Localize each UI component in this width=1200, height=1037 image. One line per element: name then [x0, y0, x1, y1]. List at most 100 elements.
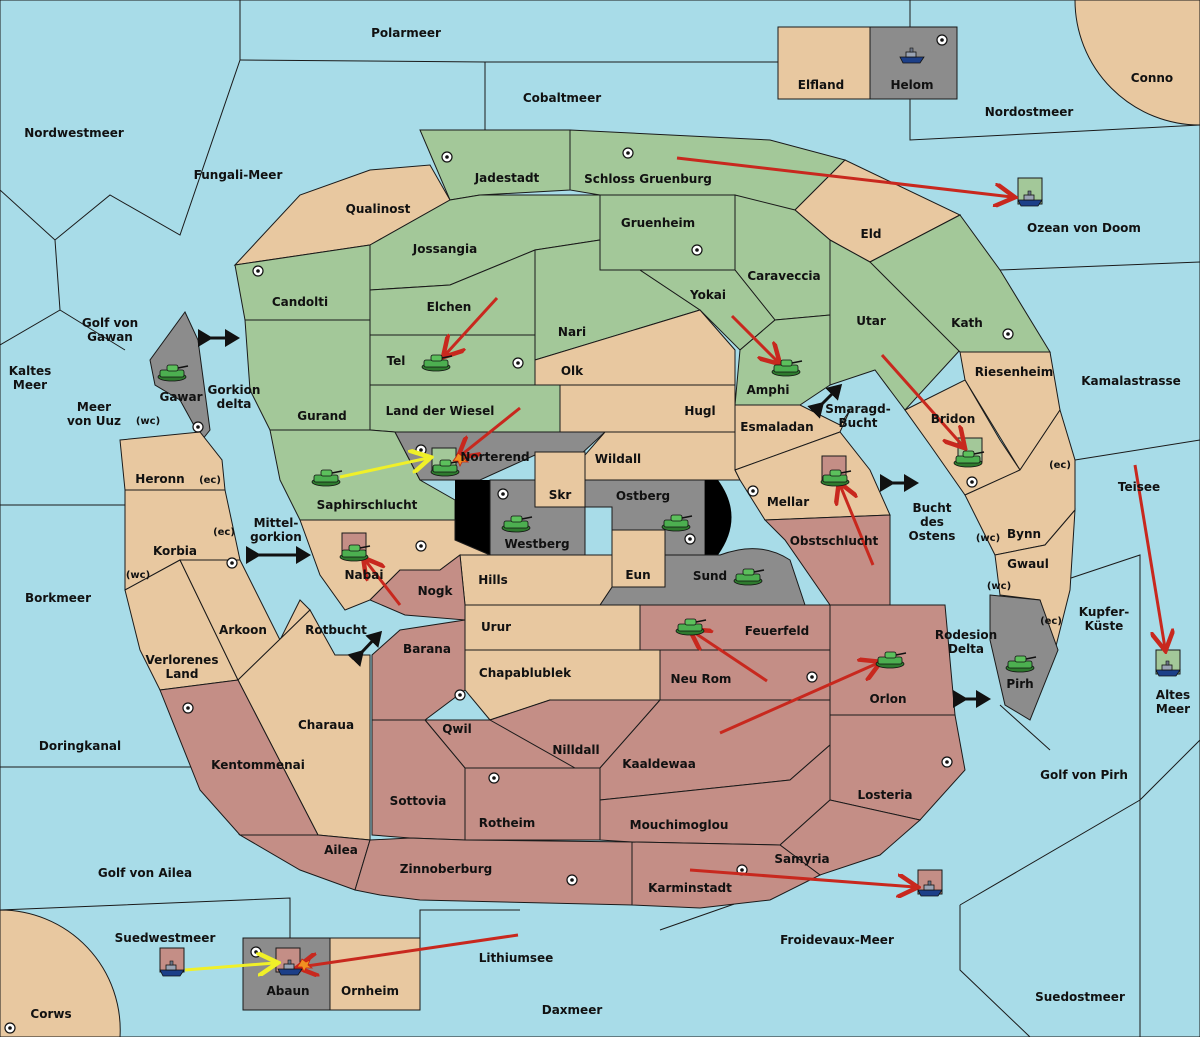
label-qualinost: Qualinost	[346, 202, 411, 216]
ostberg-endcap	[705, 480, 732, 555]
karminstadt-region[interactable]	[631, 841, 821, 909]
region-labels: Polarmeer Cobaltmeer Elfland Helom Conno…	[9, 26, 1190, 1021]
supply-center-icon	[454, 689, 466, 701]
label-cobaltmeer: Cobaltmeer	[523, 91, 601, 105]
supply-center-icon	[226, 557, 238, 569]
zinnoberburg-region[interactable]	[354, 837, 633, 906]
label-mouchimoglou: Mouchimoglou	[630, 818, 729, 832]
supply-center-icon	[747, 485, 759, 497]
coast-tag: (ec)	[213, 527, 235, 538]
label-esmaladan: Esmaladan	[740, 420, 813, 434]
label-feuerfeld: Feuerfeld	[745, 624, 810, 638]
label-ailea: Ailea	[324, 843, 358, 857]
label-abaun: Abaun	[266, 984, 309, 998]
label-fungali: Fungali-Meer	[194, 168, 283, 182]
label-candolti: Candolti	[272, 295, 328, 309]
label-golf-ailea: Golf von Ailea	[98, 866, 192, 880]
label-olk: Olk	[561, 364, 584, 378]
label-eun: Eun	[625, 568, 650, 582]
label-smaragd: Smaragd-Bucht	[825, 402, 890, 430]
label-charaua: Charaua	[298, 718, 354, 732]
label-land-wiesel: Land der Wiesel	[386, 404, 495, 418]
label-kaaldewaa: Kaaldewaa	[622, 757, 696, 771]
label-mellar: Mellar	[767, 495, 809, 509]
label-rotbucht: Rotbucht	[305, 623, 367, 637]
label-gawar: Gawar	[159, 390, 202, 404]
label-schloss: Schloss Gruenburg	[584, 172, 712, 186]
supply-center-icon	[691, 244, 703, 256]
label-mittel: Mittel-gorkion	[250, 516, 302, 544]
label-nordostmeer: Nordostmeer	[985, 105, 1074, 119]
supply-center-icon	[966, 476, 978, 488]
supply-center-icon	[250, 946, 262, 958]
label-conno: Conno	[1131, 71, 1173, 85]
label-qwil: Qwil	[442, 722, 472, 736]
label-nilldall: Nilldall	[552, 743, 599, 757]
label-neu-rom: Neu Rom	[671, 672, 732, 686]
gruenheim-region[interactable]	[599, 194, 736, 271]
westberg-endcap	[455, 480, 490, 555]
label-kath: Kath	[951, 316, 983, 330]
supply-centers	[4, 34, 1014, 1034]
label-eld: Eld	[861, 227, 882, 241]
label-barana: Barana	[403, 642, 451, 656]
label-lithiumsee: Lithiumsee	[479, 951, 554, 965]
label-yokai: Yokai	[689, 288, 726, 302]
nogk-region[interactable]	[369, 554, 466, 621]
ornheim-region[interactable]	[329, 937, 421, 1011]
label-borkmeer: Borkmeer	[25, 591, 91, 605]
supply-center-icon	[512, 357, 524, 369]
label-kupfer: Kupfer-Küste	[1079, 605, 1129, 633]
coast-tag: (wc)	[987, 581, 1011, 592]
label-nabai: Nabai	[345, 568, 384, 582]
supply-center-icon	[684, 533, 696, 545]
supply-center-icon	[941, 756, 953, 768]
label-zinnoberburg: Zinnoberburg	[400, 862, 492, 876]
label-tel: Tel	[387, 354, 406, 368]
label-kamalastrasse: Kamalastrasse	[1081, 374, 1181, 388]
supply-center-icon	[252, 265, 264, 277]
supply-center-icon	[441, 151, 453, 163]
label-gruenheim: Gruenheim	[621, 216, 695, 230]
label-norterend: Norterend	[460, 450, 529, 464]
gwaul-region[interactable]	[994, 508, 1076, 652]
label-ornheim: Ornheim	[341, 984, 399, 998]
order-arrows	[184, 156, 1165, 970]
coast-tag: (wc)	[136, 416, 160, 427]
corws-region[interactable]	[0, 909, 121, 1037]
label-doringkanal: Doringkanal	[39, 739, 121, 753]
label-urur: Urur	[481, 620, 511, 634]
label-hugl: Hugl	[684, 404, 715, 418]
label-corws: Corws	[30, 1007, 71, 1021]
coast-tags: (wc) (ec) (ec) (wc) (ec) (wc) (wc) (ec)	[126, 416, 1071, 627]
label-sund: Sund	[693, 569, 727, 583]
supply-center-icon	[415, 540, 427, 552]
label-elchen: Elchen	[427, 300, 472, 314]
label-losteria: Losteria	[857, 788, 912, 802]
conno-region[interactable]	[1074, 0, 1200, 126]
label-jadestadt: Jadestadt	[474, 171, 540, 185]
label-chapa: Chapablublek	[479, 666, 572, 680]
supply-center-icon	[566, 874, 578, 886]
heronn-region[interactable]	[119, 431, 226, 491]
label-hills: Hills	[478, 573, 508, 587]
elfland-region[interactable]	[777, 26, 871, 100]
supply-center-icon	[497, 488, 509, 500]
label-suedwestmeer: Suedwestmeer	[115, 931, 216, 945]
jadestadt-region[interactable]	[419, 129, 571, 201]
kath-region[interactable]	[869, 214, 1051, 353]
coast-tag: (wc)	[976, 533, 1000, 544]
label-nari: Nari	[558, 325, 586, 339]
label-westberg: Westberg	[504, 537, 569, 551]
label-pirh: Pirh	[1006, 677, 1033, 691]
label-ostberg: Ostberg	[616, 489, 670, 503]
explosion-icon	[452, 452, 470, 467]
label-arkoon: Arkoon	[219, 623, 267, 637]
label-jossangia: Jossangia	[412, 242, 477, 256]
